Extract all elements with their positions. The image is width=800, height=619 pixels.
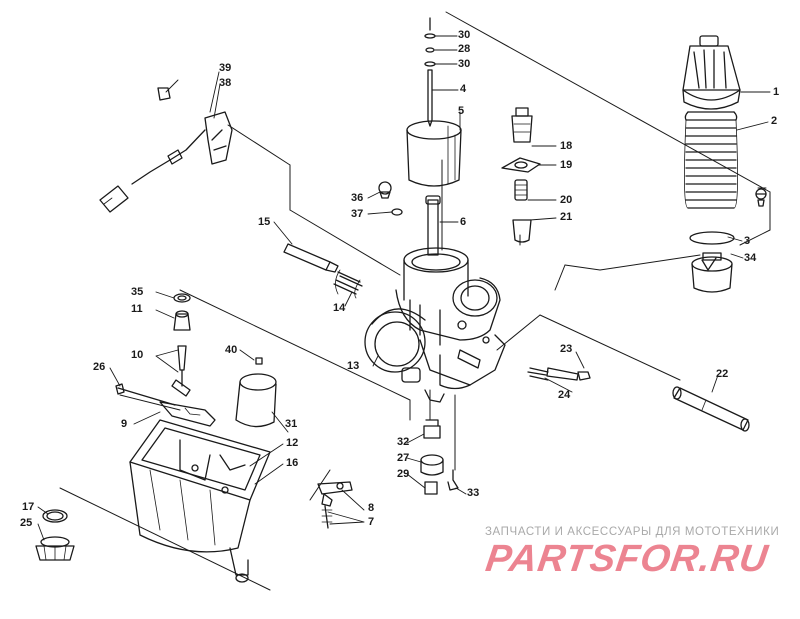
callout-number: 15 <box>258 216 271 228</box>
callout-number: 40 <box>225 344 238 356</box>
callout-number: 38 <box>219 77 232 89</box>
part-sensor-harness <box>99 87 233 213</box>
part-needle-jet <box>425 195 441 256</box>
callout-number: 10 <box>131 349 144 361</box>
callout-number: 4 <box>460 83 467 95</box>
part-pilot-jet <box>501 107 541 243</box>
callout-number: 14 <box>333 302 346 314</box>
callout-number: 23 <box>560 343 573 355</box>
callout-number: 28 <box>458 43 471 55</box>
leader-lines <box>37 35 771 541</box>
callout-number: 31 <box>285 418 298 430</box>
part-float-bowl <box>129 419 271 583</box>
callout-number: 19 <box>560 159 573 171</box>
part-idle-screw <box>283 243 363 299</box>
callout-number: 34 <box>744 252 757 264</box>
callout-number: 39 <box>219 62 232 74</box>
callout-number: 3 <box>744 235 751 247</box>
callout-number: 6 <box>460 216 467 228</box>
callout-number: 21 <box>560 211 573 223</box>
callout-number: 30 <box>458 58 471 70</box>
callout-number: 29 <box>397 468 410 480</box>
part-plate-and-holder <box>689 231 735 293</box>
part-top-cap <box>682 35 741 110</box>
callout-number: 32 <box>397 436 410 448</box>
callout-number: 20 <box>560 194 573 206</box>
callout-number: 18 <box>560 140 573 152</box>
part-throttle-slide <box>406 120 462 187</box>
callout-number: 17 <box>22 501 35 513</box>
callout-number: 24 <box>558 389 571 401</box>
part-small-screw-right <box>755 188 767 207</box>
callout-number: 30 <box>458 29 471 41</box>
watermark-tagline: ЗАПЧАСТИ И АКСЕССУАРЫ ДЛЯ МОТОТЕХНИКИ <box>485 526 780 538</box>
callout-number: 2 <box>771 115 778 127</box>
assembly-lines <box>59 11 771 591</box>
part-carburetor-body <box>364 247 506 403</box>
part-float <box>235 357 277 428</box>
part-float-valve <box>171 293 191 397</box>
callout-number: 11 <box>131 303 143 315</box>
callout-number: 25 <box>20 517 33 529</box>
callout-number: 36 <box>351 192 364 204</box>
callout-number: 8 <box>368 502 375 514</box>
callout-number: 12 <box>286 437 299 449</box>
callout-number: 9 <box>121 418 128 430</box>
callout-number: 7 <box>368 516 375 528</box>
part-main-jet-stack <box>420 419 459 495</box>
callout-number: 5 <box>458 105 465 117</box>
part-screw-36 <box>378 181 403 216</box>
part-tube <box>672 386 750 432</box>
callout-number: 22 <box>716 368 729 380</box>
callout-number: 37 <box>351 208 364 220</box>
callout-number: 1 <box>773 86 780 98</box>
part-spring <box>684 111 738 209</box>
part-drain-plug <box>35 509 75 561</box>
callout-number: 16 <box>286 457 299 469</box>
callout-number: 26 <box>93 361 106 373</box>
callout-number: 27 <box>397 452 410 464</box>
part-bracket <box>317 481 353 529</box>
callout-number: 33 <box>467 487 480 499</box>
watermark-logo: PARTSFOR.RU <box>483 538 771 580</box>
part-air-screw <box>527 367 591 381</box>
part-pin-and-plate <box>115 383 216 427</box>
callout-number: 35 <box>131 286 144 298</box>
part-needle <box>424 17 436 127</box>
callout-number: 13 <box>347 360 360 372</box>
